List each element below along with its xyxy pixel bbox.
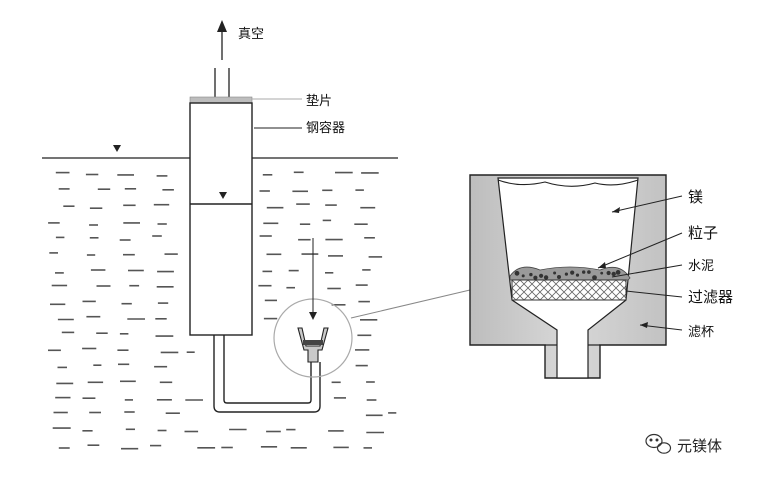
particle	[521, 274, 525, 278]
particle	[611, 271, 616, 277]
particle	[582, 270, 586, 274]
particle	[533, 275, 538, 280]
label-cement: 水泥	[688, 259, 714, 274]
small-filter-layer	[303, 340, 323, 345]
particle	[514, 270, 520, 276]
particle	[529, 272, 533, 277]
liquid-dashes	[48, 171, 397, 450]
connecting-pipe-inner	[223, 335, 312, 404]
label-steel-container: 钢容器	[306, 120, 345, 136]
vacuum-arrow-head-icon	[217, 20, 227, 32]
watermark-text: 元镁体	[677, 437, 722, 455]
particle	[615, 270, 621, 275]
filter-leader-line	[625, 290, 683, 298]
particles	[514, 270, 621, 280]
particle	[570, 270, 575, 275]
magnesium-arrow-icon	[612, 207, 620, 213]
particle	[564, 272, 569, 276]
label-gasket: 垫片	[306, 93, 332, 109]
liquid-level-marker-icon	[113, 145, 121, 152]
label-filter-cup: 滤杯	[688, 325, 714, 340]
magnesium-leader-line	[611, 195, 683, 213]
label-filter: 过滤器	[688, 288, 733, 306]
particle	[543, 275, 549, 280]
container-level-marker-icon	[219, 192, 227, 199]
filter-mesh	[511, 279, 627, 301]
particle	[600, 271, 604, 275]
wechat-icon	[645, 433, 672, 454]
label-particles: 粒子	[688, 224, 718, 242]
particle	[592, 275, 597, 280]
connecting-pipe-outer	[213, 335, 321, 413]
particles-arrow-icon	[598, 262, 606, 268]
particle	[606, 270, 611, 276]
gasket	[189, 96, 253, 104]
particle	[587, 270, 591, 274]
particle	[575, 273, 580, 277]
particle	[557, 275, 561, 279]
cement-leader-line	[611, 264, 683, 278]
particles-leader-line	[597, 232, 683, 269]
particle	[553, 271, 557, 275]
flow-arrow-head-icon	[309, 312, 317, 320]
label-vacuum: 真空	[238, 27, 264, 42]
zoom-connector	[350, 289, 471, 319]
label-magnesium: 镁	[688, 188, 703, 206]
particle	[539, 273, 544, 278]
filter-cup-arrow-icon	[640, 322, 648, 328]
steel-container	[189, 102, 253, 336]
